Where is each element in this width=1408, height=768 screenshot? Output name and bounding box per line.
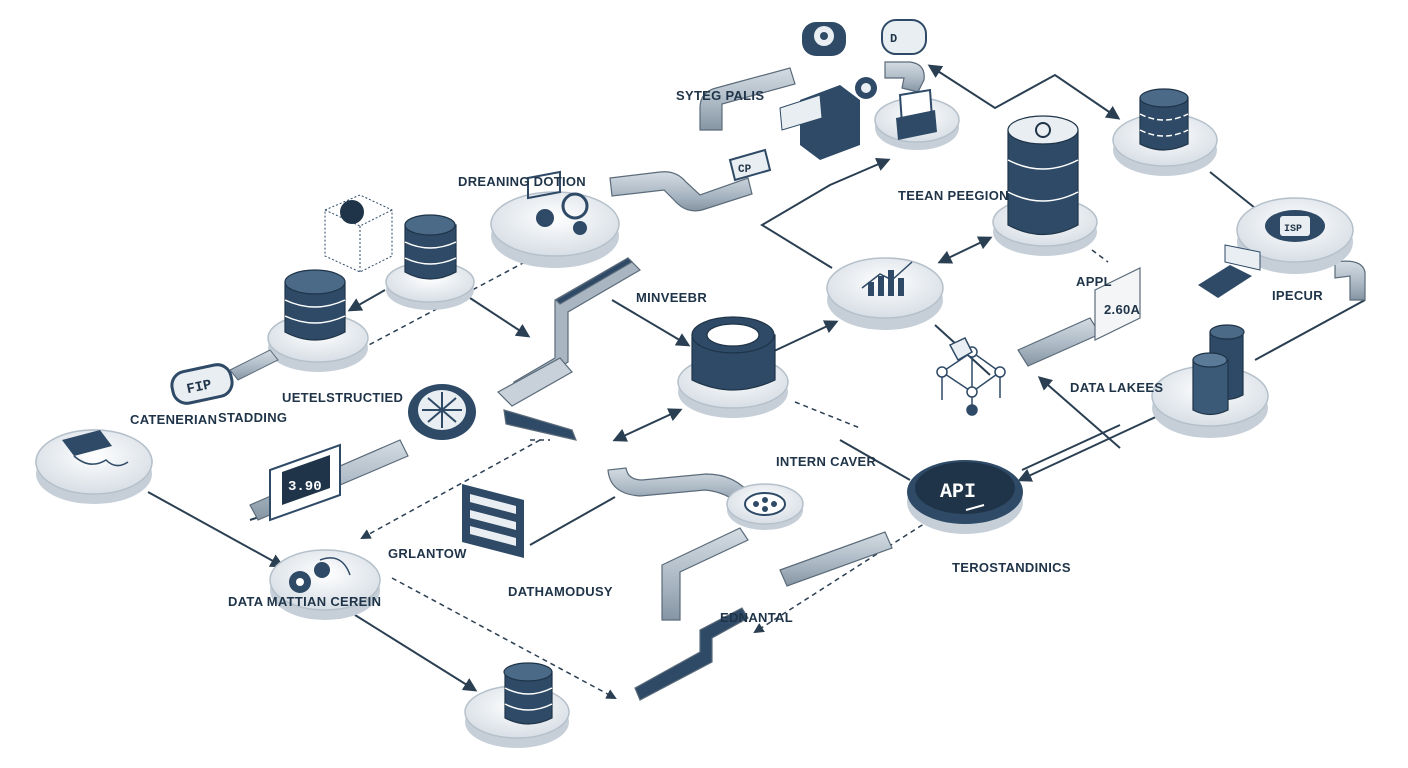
central-hub-icon (691, 316, 776, 391)
api-node: API (907, 460, 1023, 524)
label-team-region: TEEAN PEEGION (898, 188, 1009, 203)
gears-icon (527, 170, 589, 235)
hub-chip-text: ISP (1284, 224, 1302, 235)
database-icon (1139, 88, 1189, 151)
database-icon (404, 214, 457, 280)
laptop-icon (896, 110, 937, 140)
label-ednantal: EDNANTAL (720, 610, 793, 625)
label-standing: STADDING (218, 410, 287, 425)
label-sync-pails: SYTEG PALIS (676, 88, 764, 103)
label-ipcur: IPECUR (1272, 288, 1323, 303)
network-graph-icon (936, 337, 1006, 416)
bar-chart-icon (861, 261, 913, 296)
database-icon (503, 662, 553, 725)
connector-lines (147, 64, 1366, 692)
gear-icon (289, 557, 351, 593)
cable-chip-text: CP (738, 164, 752, 176)
label-untel-structured: UETELSTRUCTIED (282, 390, 403, 405)
cube-icon (324, 194, 393, 273)
label-data-mattian: DATA MATTIAN CEREIN (228, 594, 381, 609)
label-dathamodusy: DATHAMODUSY (508, 584, 613, 599)
document-panel (462, 484, 524, 558)
diagram-labels: SYTEG PALIS DREANING DOTION TEEAN PEEGIO… (130, 88, 1323, 625)
label-gelanton: GRLANTOW (388, 546, 467, 561)
dashed-lines (349, 249, 1109, 699)
label-caterian: CATENERIAN (130, 412, 217, 427)
screen-value: 3.90 (288, 479, 322, 495)
label-minster: MINVEEBR (636, 290, 707, 305)
standing-chip-text: FIP (185, 377, 213, 398)
database-cylinders (284, 88, 1245, 725)
database-icon (1192, 324, 1245, 416)
label-dreaming-option: DREANING DOTION (458, 174, 586, 189)
display-screen: 3.90 (269, 443, 341, 522)
connector-icon: CP (728, 148, 772, 182)
label-tend-standings: TEROSTANDINICS (952, 560, 1071, 575)
label-data-lakes: DATA LAKEES (1070, 380, 1163, 395)
node-dots-icon (744, 492, 786, 516)
key-icon: FIP (170, 349, 279, 405)
label-intern-caver: INTERN CAVER (776, 454, 876, 469)
database-icon (284, 269, 346, 341)
api-badge: API (940, 481, 976, 504)
svg-text:D: D (890, 32, 897, 46)
database-icon (1007, 115, 1079, 235)
hub-icon: ISP (1198, 210, 1325, 298)
chip-icon (62, 430, 129, 467)
valve-wheel-icon (408, 384, 476, 440)
label-value-2604: 2.60A (1104, 302, 1141, 317)
label-apl: APPL (1076, 274, 1112, 289)
